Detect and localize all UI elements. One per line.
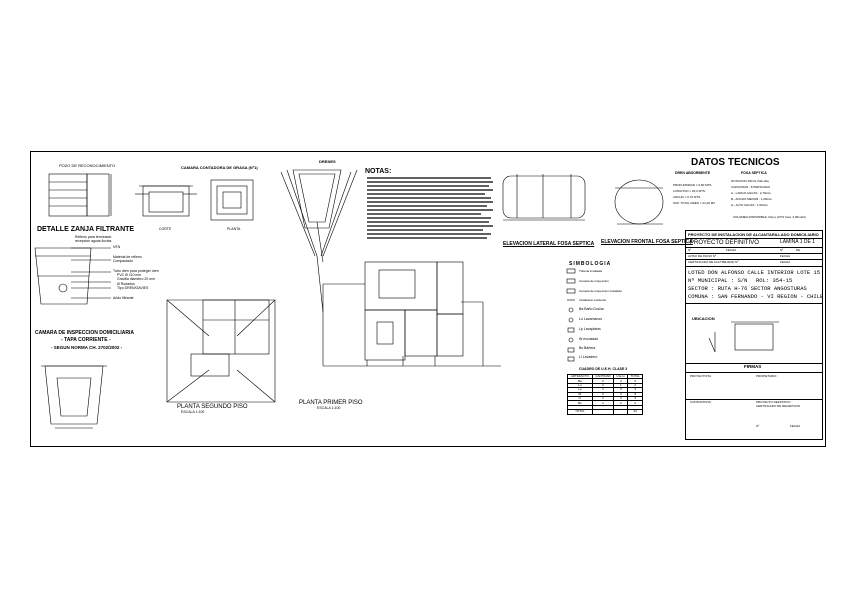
- titulo-no-3: Nº: [756, 424, 760, 428]
- camara-grasa-corte: CORTE: [159, 227, 172, 231]
- simbologia-item: Camara de inspeccion instalada: [579, 289, 622, 293]
- ueh-cell: [591, 409, 615, 415]
- titulo-fecha: FECHA: [726, 248, 737, 252]
- datos-fosa: DOTACION 150 lts./hab./dia: [731, 179, 769, 183]
- datos-fosa: H.- ALTO AGUAS : 1,50mts.: [731, 203, 769, 207]
- titulo-fecha-4: FECHA: [790, 424, 801, 428]
- title-block: PROYECTO DE INSTALACION DE ALCANTARILLAD…: [685, 230, 823, 440]
- simbologia-item: W excusado: [579, 337, 599, 341]
- titulo-fecha-3: FECHA: [780, 260, 791, 264]
- pozo-title: POZO DE RECONOCIMIENTO: [59, 163, 116, 168]
- zanja-label-7: PVC Ø 110 mm: [117, 273, 142, 277]
- datos-fosa: B.- ANCHO MENOR : 1,00mts.: [731, 197, 773, 201]
- titulo-proyecto: PROYECTO DE INSTALACION DE ALCANTARILLAD…: [688, 232, 819, 237]
- zanja-label-6: Tubo dren para proteger dren: [113, 269, 159, 273]
- datos-volumen: VOLUMEN DISPONIBLE: lts/p.p (67% fosa: 3…: [733, 215, 806, 219]
- zanja-title: DETALLE ZANJA FILTRANTE: [37, 226, 135, 233]
- titulo-recepcion: CERTIFICADO DE RECEPCION: [756, 404, 800, 408]
- zanja-label-1: Relleno para terminado: [75, 235, 112, 239]
- titulo-fecha-2: FECHA: [780, 254, 791, 258]
- drawing-sheet: POZO DE RECONOCIMIENTO CAMARA CONTADORA …: [30, 151, 826, 447]
- simbologia-item: Tuberia instalada: [579, 269, 602, 273]
- titulo-propietario: PROPIETARIO :: [756, 374, 778, 378]
- titulo-sector: SECTOR : RUTA H-76 SECTOR ANGOSTURAS: [688, 285, 807, 292]
- plano-segundo-title: PLANTA SEGUNDO PISO: [177, 404, 248, 410]
- elevacion-lateral: ELEVACION LATERAL FOSA SEPTICA: [503, 241, 595, 247]
- titulo-lamina: LAMINA 1 DE 1: [780, 239, 816, 245]
- simbologia-title: SIMBOLOGIA: [569, 261, 612, 267]
- notas-title: NOTAS:: [365, 168, 392, 175]
- datos-dren: ANCHO = 0,70 MTS.: [673, 195, 702, 199]
- table-row: TOTAL 24: [567, 409, 643, 415]
- ueh-title: CUADRO DE U.E.H. CLASE 3: [579, 367, 628, 371]
- datos-dren: PROFUNDIDAD = 0,80 MTS.: [673, 183, 713, 187]
- zanja-label-11: Arido filtrante: [113, 296, 134, 300]
- elevacion-frontal: ELEVACION FRONTAL FOSA SEPTICA: [601, 239, 693, 245]
- ueh-cell: [613, 409, 629, 415]
- camara-grasa-planta: PLANTA: [227, 227, 241, 231]
- titulo-no: Nº: [688, 248, 692, 252]
- plano-segundo-escala: ESCALA 1:100: [181, 410, 205, 414]
- camara-inspeccion-title: CAMARA DE INSPECCION DOMICILIARIA: [35, 330, 134, 336]
- zanja-label-4: Material de relleno: [113, 255, 142, 259]
- titulo-firmas: FIRMAS: [744, 364, 762, 369]
- simbologia-item: Lo Lavamanos: [579, 317, 602, 321]
- zanja-label-3: NTN: [113, 245, 121, 249]
- simbologia-item: Lp Lavaplatos: [579, 327, 601, 331]
- camara-inspeccion-subtitle: - TAPA CORRIENTE -: [61, 337, 111, 343]
- titulo-de: DE: [796, 248, 801, 252]
- titulo-aviso-inicio: AVISO DE INICIO Nº: [688, 254, 717, 258]
- datos-fosa: CAPACIDAD : 8 PERSONAS: [731, 185, 770, 189]
- zanja-label-8: Gravilla diametro 20 mm: [117, 277, 156, 281]
- datos-col2: FOSA SEPTICA: [741, 171, 767, 175]
- titulo-definitivo: PROYECTO DEFINITIVO: [756, 400, 791, 404]
- notas-text-lines: [367, 177, 493, 239]
- camara-inspeccion-norma: - SEGUN NORMA CH. 2702/2002 -: [51, 345, 123, 350]
- zanja-label-9: Ø Rodados: [117, 282, 135, 286]
- titulo-cert-factibilidad: CERTIFICADO DE FACTIBILIDAD Nº: [688, 260, 739, 264]
- titulo-tipo: PROYECTO DEFINITIVO: [690, 240, 759, 246]
- zanja-label-10: Tipo DREN/GAVIES: [117, 286, 149, 290]
- datos-dren: LONGITUD = 30,0 MTS.: [673, 189, 706, 193]
- simbologia-item: Instalacion existente: [579, 298, 607, 302]
- zanja-label-2: recepcion aguas lluvias: [75, 239, 112, 243]
- datos-col1: DREN ABSORBENTE: [675, 171, 711, 175]
- titulo-contratista: CONTRATISTA :: [690, 400, 713, 404]
- drenes-title: DRENES: [319, 159, 336, 164]
- camara-grasa-title: CAMARA CONTADORA DE GRASA (Nº1): [181, 165, 258, 170]
- ueh-total: 24: [627, 409, 643, 415]
- titulo-no-2: Nº: [780, 248, 784, 252]
- titulo-municipal: Nº MUNICIPAL : S/N: [688, 277, 748, 284]
- datos-title: DATOS TECNICOS: [691, 157, 780, 168]
- zanja-label-5: Compactado: [113, 259, 133, 263]
- plano-primero-escala: ESCALA 1:100: [317, 406, 341, 410]
- drawing-lines: [34, 169, 779, 429]
- datos-fosa: A.- LARGO AGUAS : 2,70mts.: [731, 191, 772, 195]
- simbologia-item: Ba Baño Ducha: [579, 307, 604, 311]
- simbologia-item: Ll Lavadero: [579, 355, 598, 359]
- simbologia-item: Bs Bañera: [579, 346, 596, 350]
- datos-dren: SUP. TOTAL DREN = 21,00 M2: [673, 201, 715, 205]
- ueh-total-label: TOTAL: [567, 409, 593, 415]
- simbologia-item: Camara de inspeccion: [579, 279, 609, 283]
- plano-primero-title: PLANTA PRIMER PISO: [299, 400, 363, 406]
- titulo-lote: LOTED DON ALFONSO CALLE INTERIOR LOTE 15: [688, 269, 821, 276]
- titulo-comuna: COMUNA : SAN FERNANDO - VI REGION - CHIL…: [688, 293, 824, 300]
- titulo-ubicacion: UBICACION: [692, 316, 715, 321]
- titulo-rol: ROL: 354-15: [756, 277, 793, 284]
- titulo-proyectista: PROYECTISTA :: [690, 374, 713, 378]
